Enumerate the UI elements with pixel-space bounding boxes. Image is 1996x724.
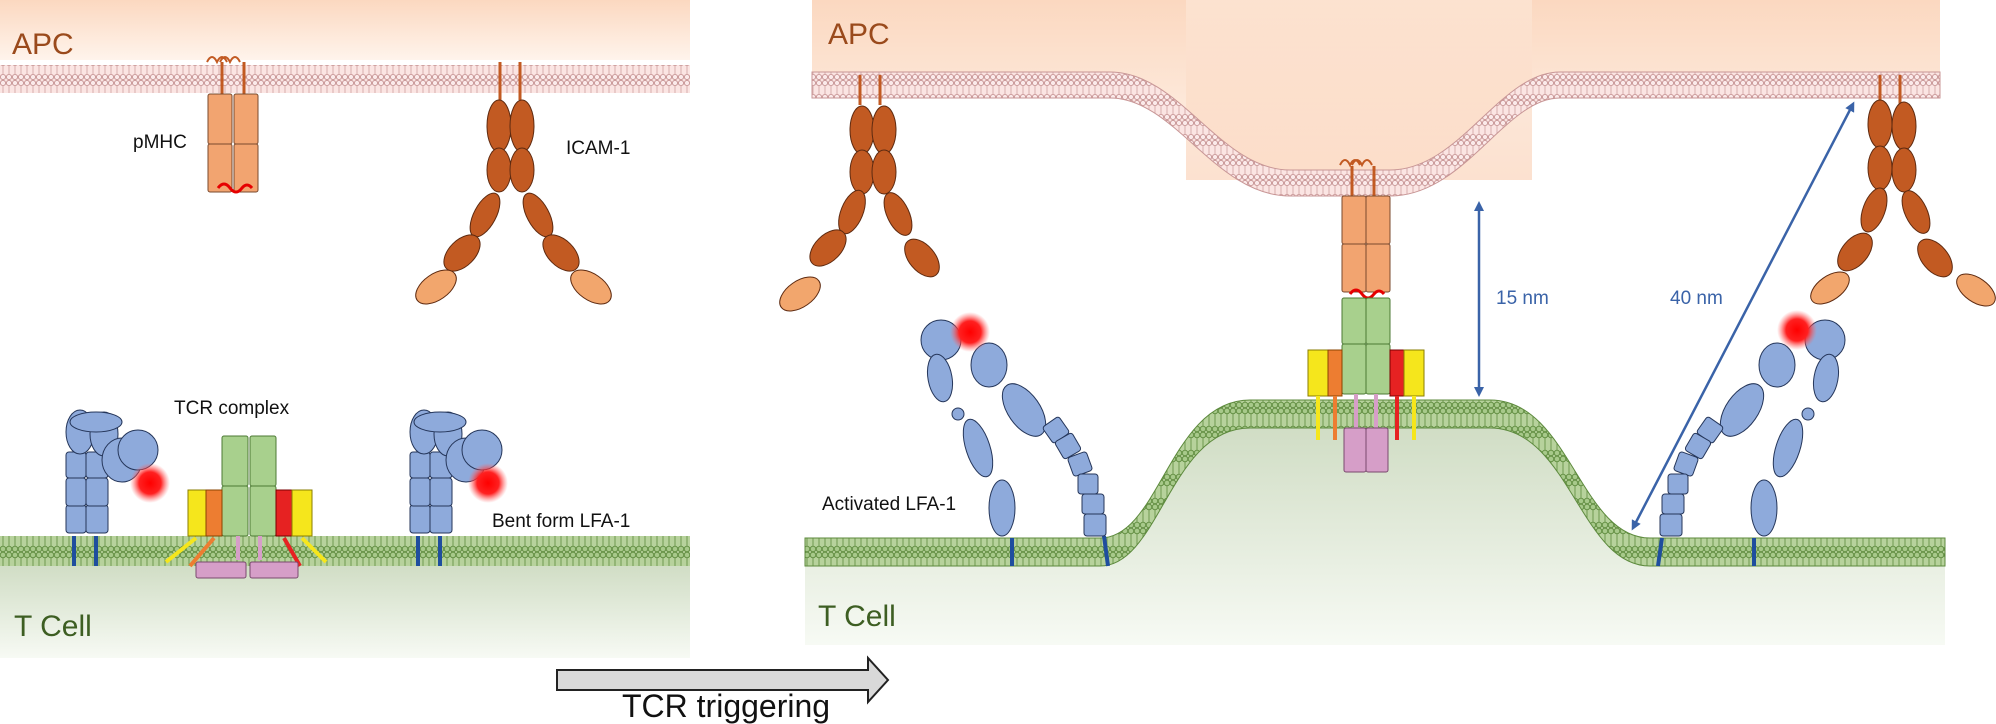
activated-lfa1-right-1 [920, 312, 1110, 567]
t-cell-region-left [0, 562, 690, 658]
pmhc-label: pMHC [133, 132, 187, 153]
tcr-triggering-label: TCR triggering [622, 688, 830, 724]
icam1-molecule-left [415, 62, 612, 305]
icam1-label: ICAM-1 [566, 138, 630, 159]
tcr-triggering-arrow: TCR triggering [556, 655, 890, 724]
t-cell-membrane-right [804, 399, 1946, 567]
measure-15nm-label: 15 nm [1496, 288, 1549, 309]
t-cell-label-right: T Cell [818, 600, 896, 633]
apc-label-right: APC [828, 18, 890, 51]
activated-lfa1-right-2 [1656, 310, 1846, 567]
tcr-complex-label: TCR complex [174, 398, 290, 419]
pmhc-molecule-left [206, 56, 259, 194]
bent-lfa1-middle [409, 409, 508, 566]
left-panel: pMHC ICAM-1 [0, 0, 690, 658]
right-panel: Activated LFA-1 [779, 0, 1996, 645]
tcr-complex-left [164, 435, 328, 579]
t-cell-membrane-left [0, 536, 690, 566]
pmhc-tcr-engaged [1307, 159, 1425, 473]
apc-region-left [0, 0, 690, 60]
t-cell-region-right [805, 420, 1945, 645]
measure-40nm-label: 40 nm [1670, 288, 1723, 309]
apc-label-left: APC [12, 28, 74, 61]
activated-lfa1-label: Activated LFA-1 [822, 494, 956, 515]
icam1-molecule-right-1 [779, 75, 940, 312]
t-cell-label-left: T Cell [14, 610, 92, 643]
icam1-molecule-right-2 [1810, 75, 1996, 307]
measure-40nm-arrow [1631, 101, 1855, 531]
apc-membrane-right [811, 71, 1941, 197]
apc-membrane-left [0, 65, 690, 93]
bent-lfa1-left [65, 409, 170, 566]
bent-lfa1-label: Bent form LFA-1 [492, 511, 630, 532]
